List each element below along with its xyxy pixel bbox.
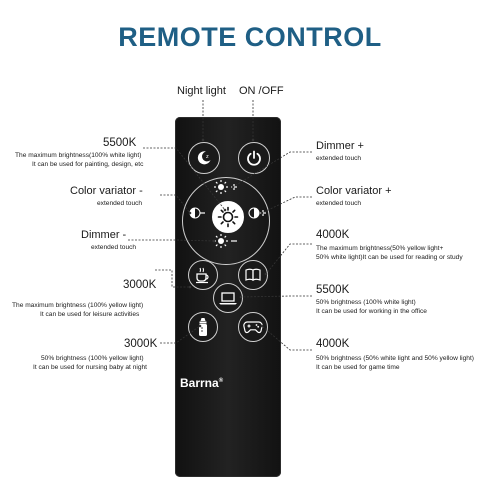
brand-logo: Barrna® [180, 376, 224, 390]
night-light-label: Night light [177, 85, 226, 97]
label-color-variator-minus-sub: extended touch [97, 200, 143, 207]
label-5500k-half-line2: It can be used for working in the office [316, 308, 427, 315]
baby-bottle-icon [199, 318, 207, 336]
laptop-icon [219, 292, 237, 305]
label-color-variator-plus-sub: extended touch [316, 200, 362, 207]
svg-text:z: z [206, 154, 209, 160]
dimmer-plus-button[interactable] [213, 179, 239, 195]
label-3000k-half-line1: 50% brightness (100% yellow light) [41, 355, 144, 362]
color-variator-minus-button[interactable] [186, 205, 206, 221]
dimmer-minus-button[interactable] [213, 233, 239, 249]
game-mode-button[interactable] [238, 312, 268, 342]
label-4000k-max-line2: 50% white light)It can be used for readi… [316, 254, 463, 261]
label-4000k-max-title: 4000K [316, 229, 350, 241]
label-5500k-max-line2: It can be used for painting, design, etc [32, 161, 144, 168]
moon-icon: z [197, 151, 211, 165]
color-variator-plus-button[interactable] [246, 205, 268, 221]
power-button[interactable] [238, 142, 270, 174]
book-icon [245, 268, 261, 281]
office-mode-button[interactable] [213, 283, 243, 313]
power-icon [247, 150, 261, 166]
label-color-variator-minus-title: Color variator - [70, 185, 143, 197]
label-3000k-half-line2: It can be used for nursing baby at night [33, 364, 147, 371]
center-button[interactable] [212, 201, 244, 233]
sun-plus-icon [214, 180, 237, 194]
label-3000k-max-title: 3000K [123, 279, 157, 291]
label-5500k-max-title: 5500K [103, 137, 137, 149]
label-3000k-max-line2: It can be used for leisure activities [40, 311, 140, 318]
control-wheel [182, 177, 270, 265]
half-circle-minus-icon [189, 207, 205, 219]
reading-mode-button[interactable] [238, 260, 268, 290]
label-5500k-half-line1: 50% brightness (100% white light) [316, 299, 416, 306]
nursing-mode-button[interactable] [188, 312, 218, 342]
label-dimmer-plus-sub: extended touch [316, 155, 362, 162]
label-3000k-half-title: 3000K [124, 338, 158, 350]
night-light-button[interactable]: z [188, 142, 220, 174]
label-5500k-max-line1: The maximum brightness(100% white light) [15, 152, 142, 159]
label-4000k-half-title: 4000K [316, 338, 350, 350]
label-3000k-max-line1: The maximum brightness (100% yellow ligh… [12, 302, 144, 309]
on-off-label: ON /OFF [239, 85, 284, 97]
leisure-mode-button[interactable] [188, 260, 218, 290]
label-dimmer-minus-title: Dimmer - [81, 229, 127, 241]
page-title: REMOTE CONTROL [118, 22, 382, 52]
half-circle-plus-icon [248, 207, 266, 219]
coffee-cup-icon [196, 267, 209, 284]
label-dimmer-plus-title: Dimmer + [316, 140, 364, 152]
label-5500k-half-title: 5500K [316, 284, 350, 296]
sun-minus-icon [214, 234, 237, 248]
label-dimmer-minus-sub: extended touch [91, 244, 137, 251]
label-color-variator-plus-title: Color variator + [316, 185, 392, 197]
sun-icon [217, 206, 239, 228]
label-4000k-max-line1: The maximum brightness(50% yellow light+ [316, 245, 444, 252]
gamepad-icon [243, 321, 263, 334]
label-4000k-half-line2: It can be used for game time [316, 364, 400, 371]
label-4000k-half-line1: 50% brightness (50% white light and 50% … [316, 355, 474, 362]
